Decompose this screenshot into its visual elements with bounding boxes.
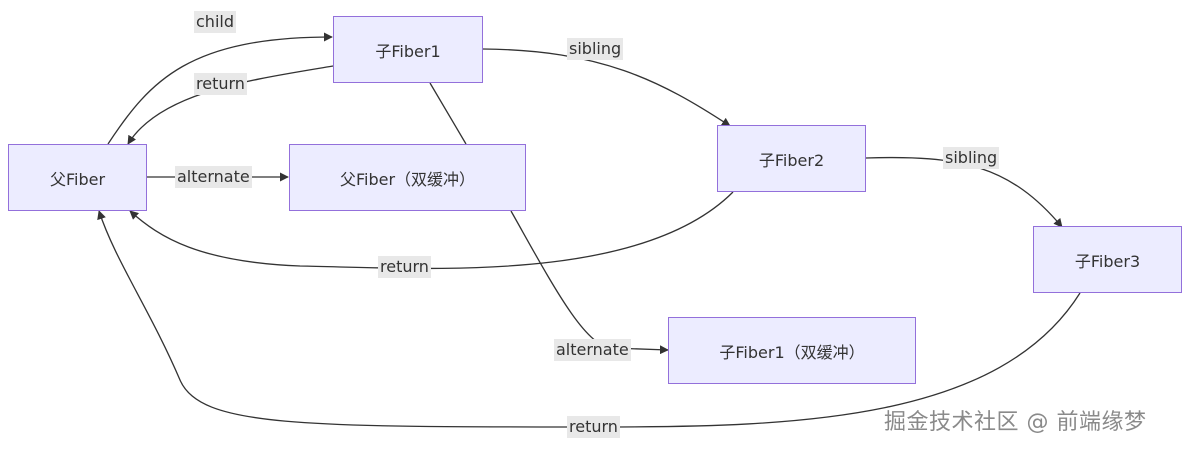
node-child-fiber-1-alt: 子Fiber1（双缓冲） bbox=[668, 317, 916, 384]
label-sibling-2-3: sibling bbox=[943, 147, 1000, 169]
label-return-child3: return bbox=[567, 416, 620, 438]
node-parent-fiber: 父Fiber bbox=[8, 144, 147, 211]
node-child-fiber-3: 子Fiber3 bbox=[1033, 226, 1182, 293]
label-child: child bbox=[194, 11, 236, 33]
label-sibling-1-2: sibling bbox=[567, 38, 624, 60]
label-alternate-child1: alternate bbox=[554, 339, 631, 361]
edge-return-child2 bbox=[129, 191, 734, 270]
watermark-text: 掘金技术社区 @ 前端缘梦 bbox=[884, 410, 1147, 435]
label-alternate-parent: alternate bbox=[175, 166, 252, 188]
label-return-child2: return bbox=[378, 256, 431, 278]
edge-return-child3 bbox=[97, 210, 1081, 428]
node-parent-fiber-alt: 父Fiber（双缓冲） bbox=[289, 144, 526, 211]
edge-sibling-1-2 bbox=[482, 48, 731, 127]
node-child-fiber-2: 子Fiber2 bbox=[717, 125, 866, 192]
label-return-child1: return bbox=[194, 73, 247, 95]
edge-child bbox=[107, 32, 333, 145]
edge-alternate-child1 bbox=[429, 82, 668, 350]
node-child-fiber-1: 子Fiber1 bbox=[333, 16, 483, 83]
